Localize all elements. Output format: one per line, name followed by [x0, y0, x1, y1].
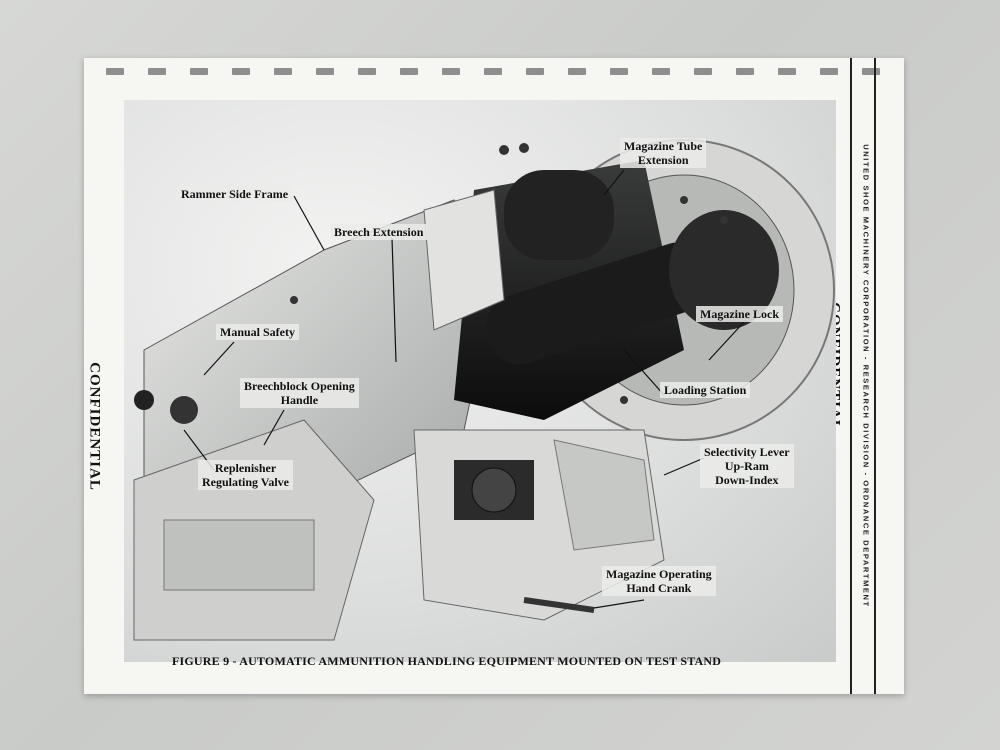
callout-magazine-tube-extension: Magazine Tube Extension [620, 138, 707, 168]
punch-hole [694, 68, 712, 75]
classification-left: CONFIDENTIAL [86, 362, 103, 491]
callout-text: Loading Station [664, 383, 747, 397]
punch-hole [862, 68, 880, 75]
callout-text: Rammer Side Frame [181, 187, 289, 201]
callout-text: Hand Crank [626, 581, 692, 595]
punch-hole [526, 68, 544, 75]
figure-caption: FIGURE 9 - AUTOMATIC AMMUNITION HANDLING… [172, 654, 722, 668]
punch-hole [358, 68, 376, 75]
callout-text: Magazine Operating [606, 567, 712, 581]
punch-hole [652, 68, 670, 75]
callout-magazine-operating-hand-crank: Magazine Operating Hand Crank [602, 566, 716, 596]
document-page: UNITED SHOE MACHINERY CORPORATION - RESE… [84, 58, 904, 694]
punch-hole [442, 68, 460, 75]
callout-magazine-lock: Magazine Lock [696, 306, 783, 322]
callout-breechblock-opening-handle: Breechblock Opening Handle [240, 378, 359, 408]
punch-hole [106, 68, 124, 75]
punch-hole [190, 68, 208, 75]
callout-manual-safety: Manual Safety [216, 324, 299, 340]
callout-text: Magazine Lock [700, 307, 779, 321]
margin-rule [850, 58, 852, 694]
punch-hole [610, 68, 628, 75]
header-label: UNITED SHOE MACHINERY CORPORATION - RESE… [861, 144, 871, 608]
punch-hole [736, 68, 754, 75]
callout-text: Breech Extension [334, 225, 424, 239]
callout-text: Replenisher [214, 461, 277, 475]
punch-hole [778, 68, 796, 75]
callout-text: Selectivity Lever [704, 445, 790, 459]
callout-text: Extension [637, 153, 689, 167]
punch-hole [232, 68, 250, 75]
callout-text: Magazine Tube [624, 139, 703, 153]
punch-hole [148, 68, 166, 75]
callout-text: Up-Ram [724, 459, 769, 473]
punch-hole [274, 68, 292, 75]
callout-loading-station: Loading Station [660, 382, 751, 398]
callout-text: Down-Index [715, 473, 779, 487]
callout-breech-extension: Breech Extension [330, 224, 428, 240]
callout-text: Breechblock Opening [244, 379, 355, 393]
equipment-photo: Rammer Side Frame Breech Extension Magaz… [124, 100, 836, 662]
callout-text: Manual Safety [220, 325, 295, 339]
machinery-illustration [133, 139, 835, 641]
punch-hole [400, 68, 418, 75]
punch-hole [568, 68, 586, 75]
punch-hole [484, 68, 502, 75]
callout-replenisher-regulating-valve: Replenisher Regulating Valve [198, 460, 294, 490]
callout-selectivity-lever: Selectivity Lever Up-Ram Down-Index [700, 444, 794, 488]
punch-hole [820, 68, 838, 75]
callout-text: Regulating Valve [202, 475, 290, 489]
callout-rammer-side-frame: Rammer Side Frame [177, 186, 293, 202]
callout-text: Handle [280, 393, 319, 407]
binding-punch-holes [106, 68, 886, 76]
margin-rule [874, 58, 876, 694]
punch-hole [316, 68, 334, 75]
